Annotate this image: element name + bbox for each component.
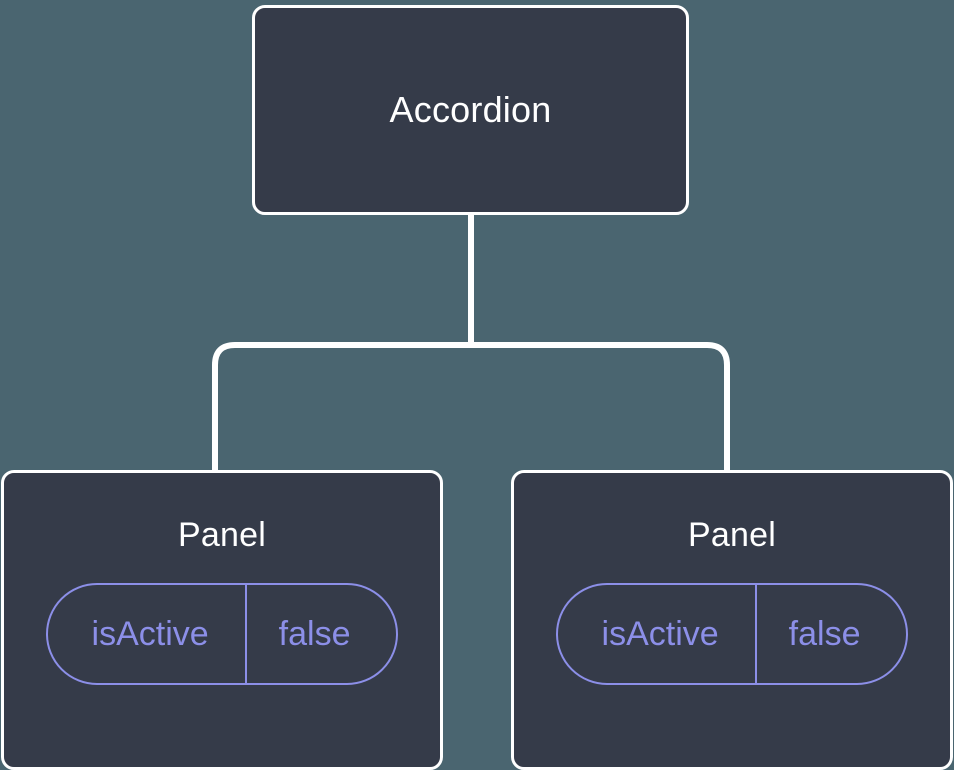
connector-branch-right [471, 342, 730, 470]
node-title-panel-1: Panel [178, 516, 266, 554]
node-title-panel-2: Panel [688, 516, 776, 554]
state-key-panel-2: isActive [601, 614, 719, 653]
state-key-panel-1: isActive [91, 614, 209, 653]
state-badge-panel-2[interactable]: isActive false [555, 583, 909, 685]
connector-branch-left [212, 342, 471, 470]
node-accordion[interactable]: Accordion [252, 5, 689, 215]
state-value-panel-2: false [754, 585, 907, 683]
node-panel-1[interactable]: Panel isActive false [1, 470, 443, 770]
node-title-accordion: Accordion [389, 89, 552, 130]
node-panel-2[interactable]: Panel isActive false [511, 470, 953, 770]
state-badge-panel-1[interactable]: isActive false [45, 583, 399, 685]
state-value-panel-1: false [244, 585, 397, 683]
component-tree-diagram: Accordion Panel isActive false Panel isA… [1, 5, 953, 770]
